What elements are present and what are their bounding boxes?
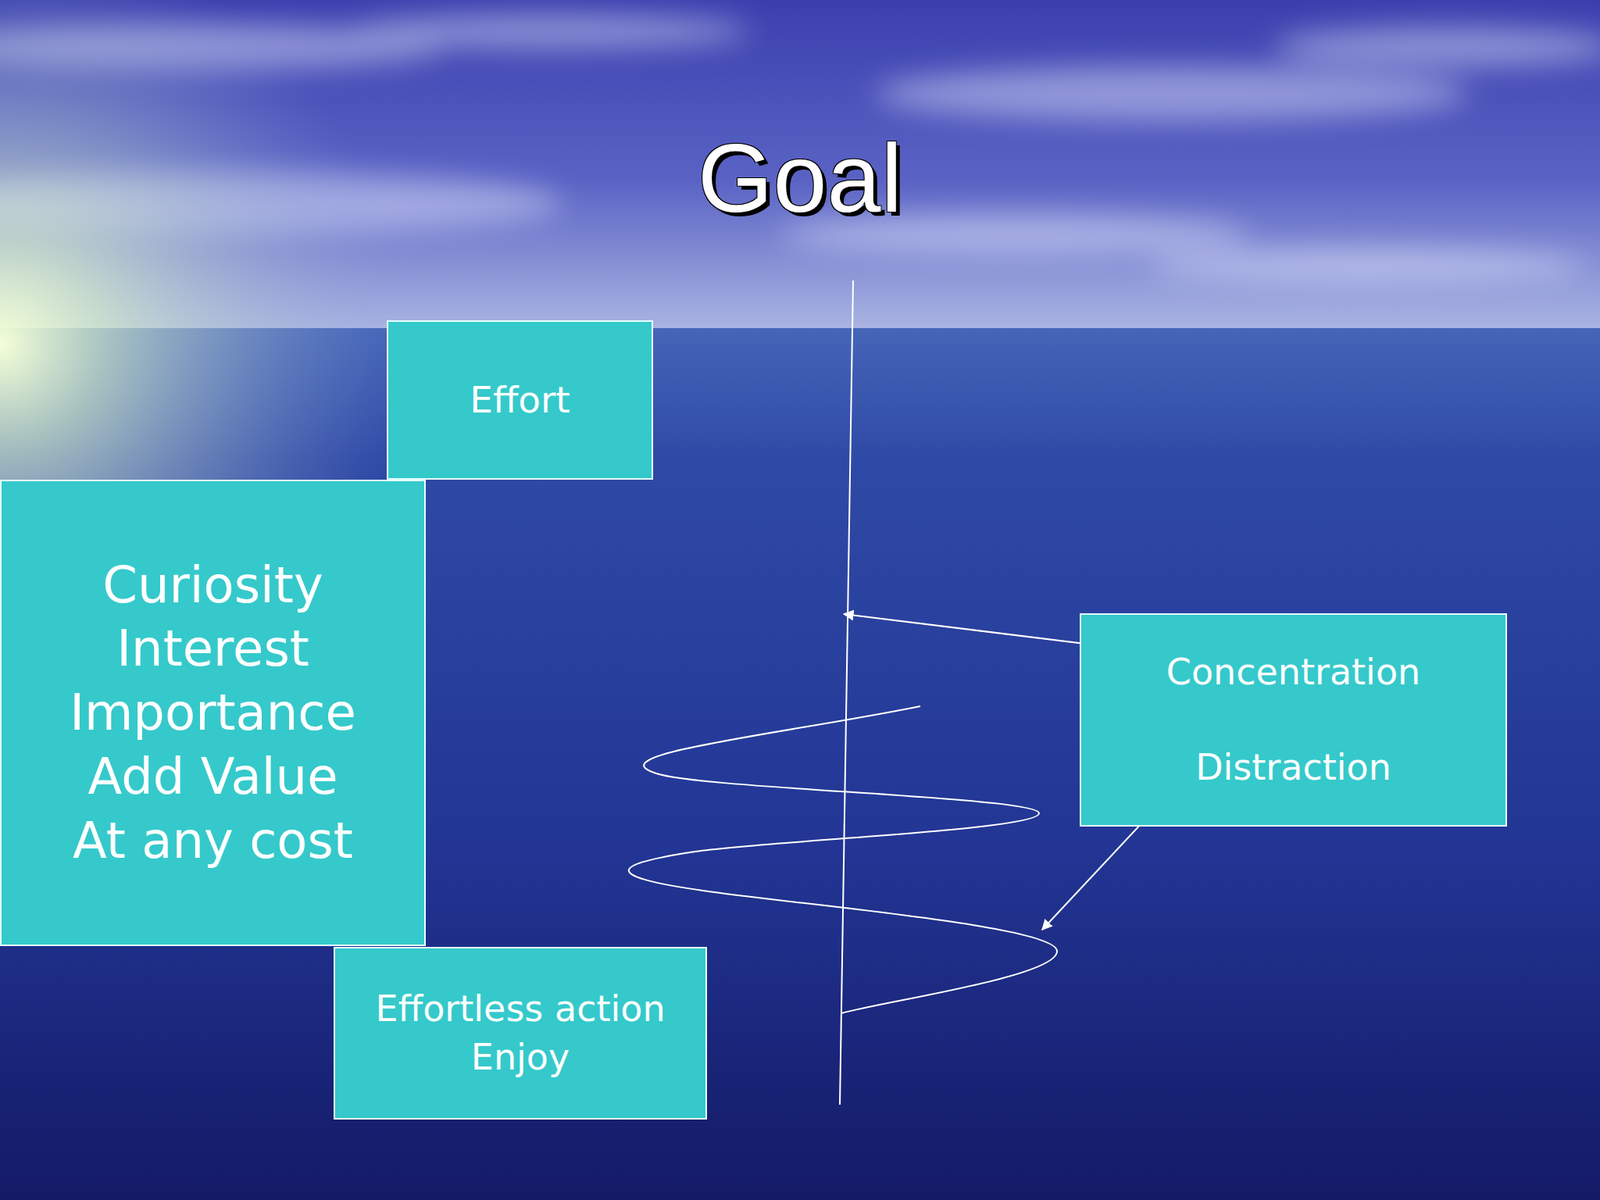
box-text: Interest — [116, 618, 310, 679]
effort-box: Effort — [386, 320, 654, 480]
box-text: Enjoy — [471, 1035, 570, 1079]
flow-box: Effortless actionEnjoy — [333, 946, 708, 1120]
box-text: At any cost — [72, 810, 354, 872]
focus-box: ConcentrationDistraction — [1079, 613, 1508, 827]
goal-axis — [839, 280, 854, 1105]
box-text: Curiosity — [102, 555, 324, 616]
box-text: Add Value — [88, 746, 339, 808]
box-text: Distraction — [1195, 746, 1392, 790]
box-text: Importance — [69, 682, 357, 743]
box-text: Effortless action — [375, 987, 665, 1031]
motivation-box: CuriosityInterestImportanceAdd ValueAt a… — [0, 479, 426, 947]
box-text: Effort — [469, 378, 571, 422]
box-text: Concentration — [1166, 650, 1421, 694]
title: Goal — [0, 125, 1600, 232]
